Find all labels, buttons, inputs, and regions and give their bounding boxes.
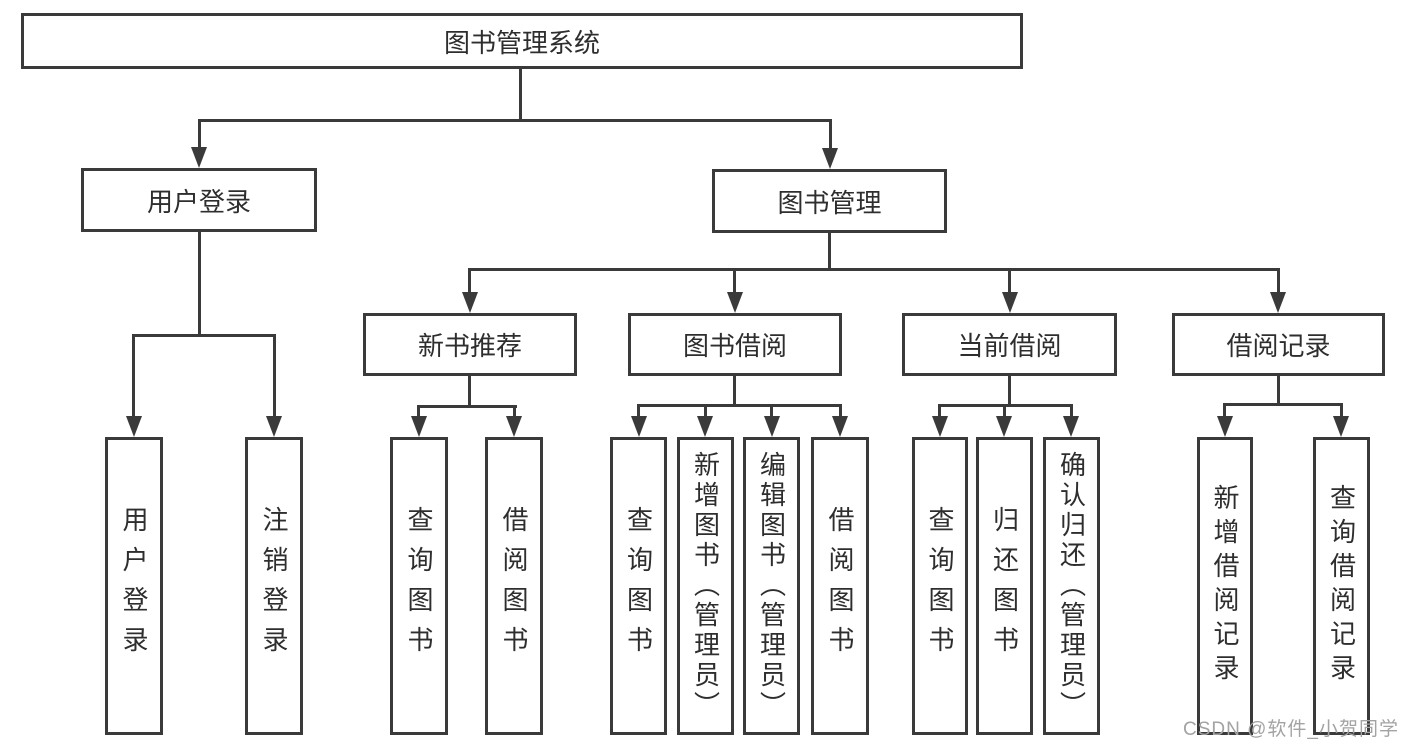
- leaf-add-borrow-record: 新增借阅记录: [1197, 437, 1253, 735]
- arrow-down-icon: [631, 416, 647, 437]
- connector: [1008, 268, 1011, 295]
- connector: [468, 268, 471, 295]
- leaf-edit-books-admin: 编辑图书（管理员）: [743, 437, 800, 735]
- connector: [513, 405, 516, 420]
- connector: [770, 404, 773, 420]
- leaf-confirm-return-admin: 确认归还（管理员）: [1043, 437, 1100, 735]
- arrow-down-icon: [126, 416, 142, 437]
- connector: [132, 334, 276, 337]
- connector: [839, 404, 842, 420]
- connector: [468, 268, 1280, 271]
- arrow-down-icon: [996, 416, 1012, 437]
- connector: [273, 334, 276, 420]
- node-borrow-records: 借阅记录: [1172, 313, 1385, 376]
- connector: [198, 119, 201, 153]
- connector: [198, 119, 832, 122]
- connector: [704, 404, 707, 420]
- leaf-add-books-admin: 新增图书（管理员）: [677, 437, 734, 735]
- connector: [417, 405, 420, 420]
- connector: [1003, 404, 1006, 420]
- node-new-book-recommend: 新书推荐: [363, 313, 577, 376]
- leaf-query-books: 查询图书: [390, 437, 448, 735]
- leaf-logout: 注销登录: [245, 437, 303, 735]
- arrow-down-icon: [727, 292, 743, 313]
- connector: [1340, 403, 1343, 420]
- node-current-borrowing: 当前借阅: [902, 313, 1117, 376]
- connector: [733, 376, 736, 407]
- arrow-down-icon: [266, 416, 282, 437]
- connector: [733, 268, 736, 295]
- arrow-down-icon: [832, 416, 848, 437]
- leaf-user-login: 用户登录: [105, 437, 163, 735]
- arrow-down-icon: [462, 292, 478, 313]
- connector: [938, 404, 941, 420]
- connector: [1223, 403, 1343, 406]
- arrow-down-icon: [191, 147, 207, 168]
- leaf-borrow-books: 借阅图书: [485, 437, 543, 735]
- connector: [198, 232, 201, 337]
- arrow-down-icon: [1063, 416, 1079, 437]
- leaf-query-books: 查询图书: [610, 437, 667, 735]
- arrow-down-icon: [1002, 292, 1018, 313]
- connector: [1008, 376, 1011, 407]
- leaf-query-borrow-record: 查询借阅记录: [1313, 437, 1370, 735]
- connector: [417, 405, 517, 408]
- arrow-down-icon: [1270, 292, 1286, 313]
- connector: [829, 119, 832, 153]
- connector: [828, 233, 831, 271]
- node-library-system: 图书管理系统: [21, 13, 1023, 69]
- node-book-management: 图书管理: [712, 169, 947, 233]
- connector: [1070, 404, 1073, 420]
- arrow-down-icon: [1333, 416, 1349, 437]
- csdn-watermark: CSDN @软件_小贺同学: [1183, 719, 1399, 740]
- connector: [132, 334, 135, 420]
- arrow-down-icon: [697, 416, 713, 437]
- leaf-return-books: 归还图书: [976, 437, 1033, 735]
- connector: [637, 404, 842, 407]
- connector: [519, 69, 522, 121]
- arrow-down-icon: [932, 416, 948, 437]
- connector: [1277, 376, 1280, 406]
- connector: [1223, 403, 1226, 420]
- leaf-query-books: 查询图书: [912, 437, 968, 735]
- leaf-borrow-books: 借阅图书: [811, 437, 869, 735]
- node-book-borrowing: 图书借阅: [628, 313, 842, 376]
- node-user-login: 用户登录: [81, 168, 317, 232]
- arrow-down-icon: [506, 416, 522, 437]
- arrow-down-icon: [1217, 416, 1233, 437]
- arrow-down-icon: [822, 148, 838, 169]
- connector: [1277, 268, 1280, 295]
- arrow-down-icon: [411, 416, 427, 437]
- arrow-down-icon: [764, 416, 780, 437]
- connector: [468, 376, 471, 408]
- connector: [637, 404, 640, 420]
